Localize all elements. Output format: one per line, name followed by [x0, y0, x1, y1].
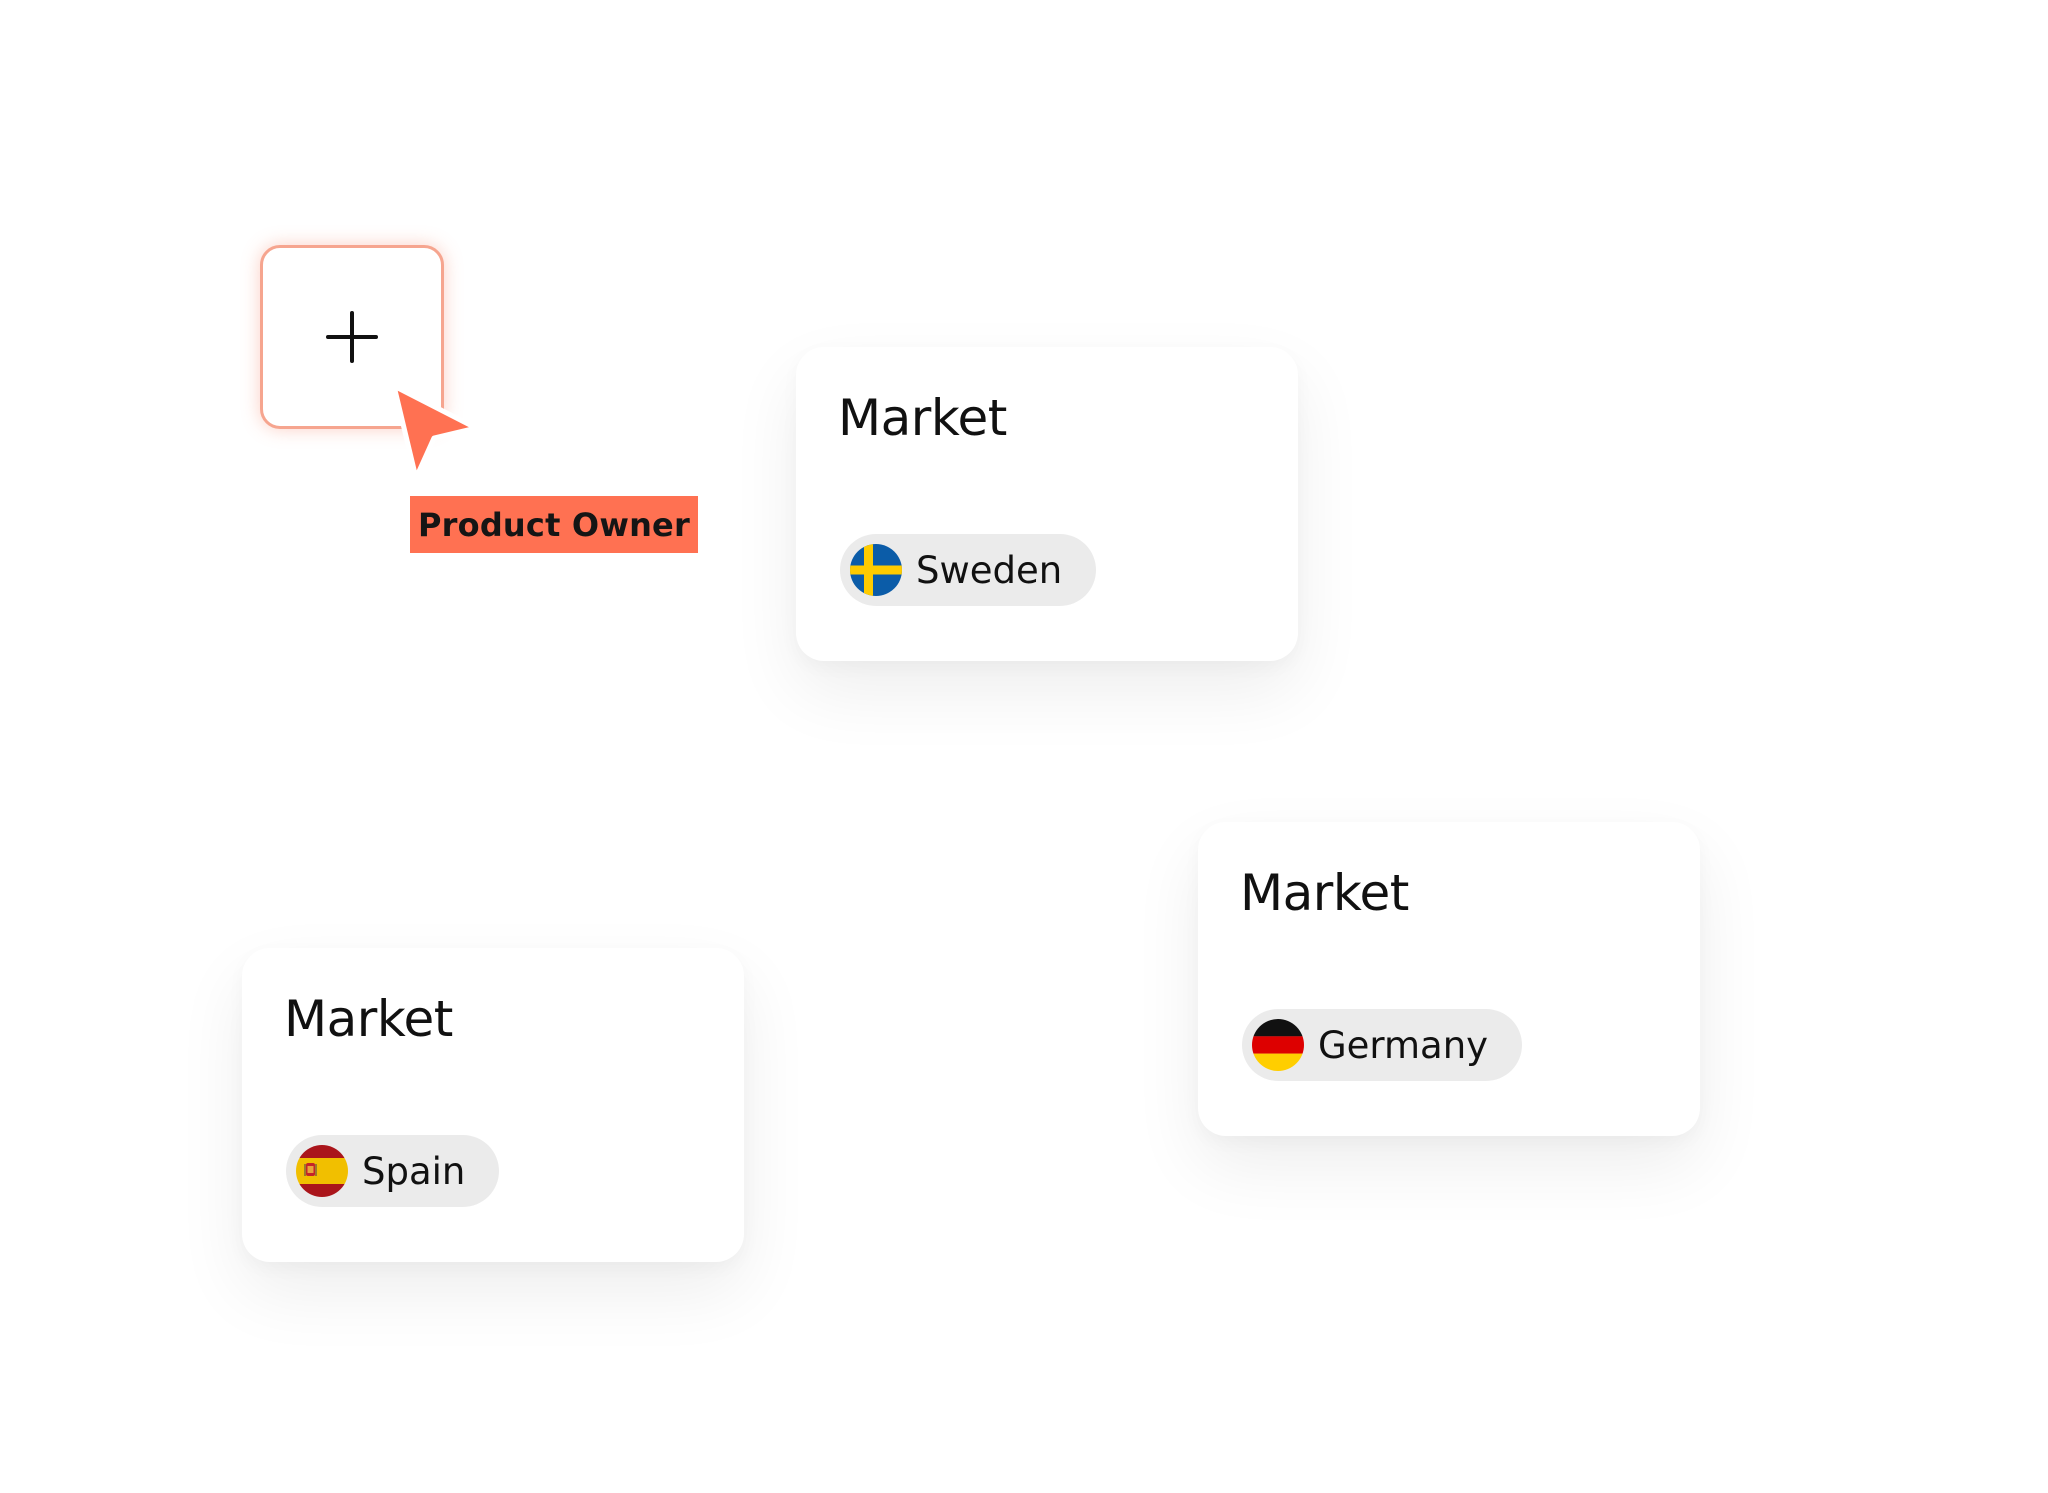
card-title: Market — [1240, 864, 1409, 922]
country-label: Germany — [1318, 1023, 1489, 1067]
market-card-sweden[interactable]: Market Sweden — [796, 347, 1298, 661]
country-chip-sweden[interactable]: Sweden — [840, 534, 1097, 606]
card-title: Market — [284, 990, 453, 1048]
germany-flag-icon — [1252, 1019, 1304, 1071]
market-card-germany[interactable]: Market Germany — [1198, 822, 1700, 1136]
country-chip-germany[interactable]: Germany — [1242, 1009, 1523, 1081]
card-title: Market — [838, 389, 1007, 447]
country-chip-spain[interactable]: Spain — [286, 1135, 500, 1207]
country-label: Sweden — [916, 548, 1063, 592]
country-label: Spain — [362, 1149, 466, 1193]
plus-icon — [326, 311, 378, 363]
add-market-button[interactable] — [260, 245, 444, 429]
spain-flag-icon — [296, 1145, 348, 1197]
pointer-arrow-icon — [391, 383, 479, 481]
sweden-flag-icon — [850, 544, 902, 596]
market-card-spain[interactable]: Market Spain — [242, 948, 744, 1262]
collaborator-name-tag: Product Owner — [410, 496, 698, 553]
